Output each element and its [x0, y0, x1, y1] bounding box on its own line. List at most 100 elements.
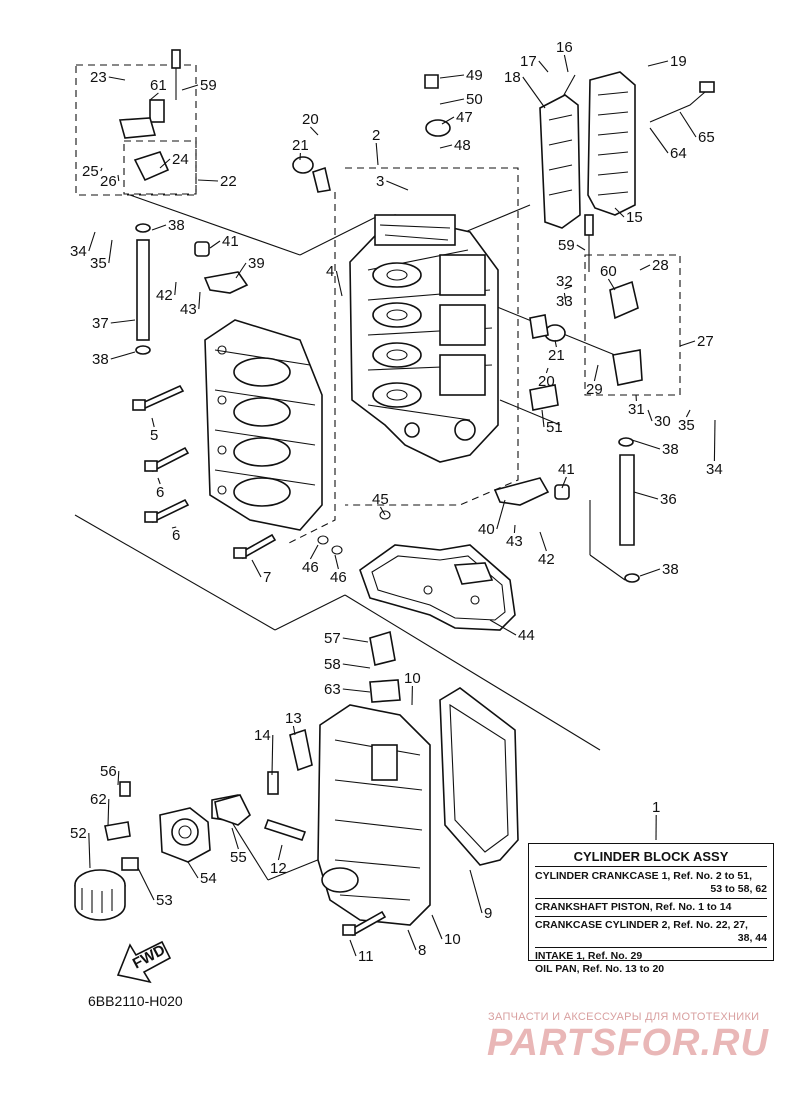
- callout-38: 38: [168, 217, 185, 234]
- callout-54: 54: [200, 870, 217, 887]
- leader-line: [633, 491, 659, 500]
- callout-41: 41: [558, 461, 575, 478]
- leader-line: [713, 419, 716, 462]
- callout-14: 14: [254, 727, 271, 744]
- callout-19: 19: [670, 53, 687, 70]
- callout-61: 61: [150, 77, 167, 94]
- callout-6: 6: [156, 484, 164, 501]
- callout-41: 41: [222, 233, 239, 250]
- callout-46: 46: [302, 559, 319, 576]
- callout-45: 45: [372, 491, 389, 508]
- callout-29: 29: [586, 381, 603, 398]
- callout-26: 26: [100, 173, 117, 190]
- leader-line: [309, 544, 319, 560]
- callout-9: 9: [484, 905, 492, 922]
- callout-34: 34: [70, 243, 87, 260]
- leader-line: [439, 144, 453, 149]
- callout-13: 13: [285, 710, 302, 727]
- leader-line: [679, 340, 696, 347]
- leader-line: [441, 116, 455, 125]
- leader-line: [639, 264, 651, 271]
- callout-32: 32: [556, 273, 573, 290]
- callout-25: 25: [82, 163, 99, 180]
- leader-line: [209, 240, 221, 249]
- callout-20: 20: [538, 373, 555, 390]
- leader-line: [647, 60, 669, 67]
- callout-17: 17: [520, 53, 537, 70]
- leader-line: [334, 554, 339, 570]
- leader-line: [88, 832, 91, 869]
- callout-33: 33: [556, 293, 573, 310]
- callout-12: 12: [270, 860, 287, 877]
- callout-64: 64: [670, 145, 687, 162]
- callout-47: 47: [456, 109, 473, 126]
- leader-line: [407, 929, 417, 951]
- callout-38: 38: [92, 351, 109, 368]
- leader-line: [198, 291, 201, 310]
- leader-line: [159, 158, 171, 169]
- callout-4: 4: [326, 263, 334, 280]
- callout-43: 43: [506, 533, 523, 550]
- leader-line: [563, 292, 567, 305]
- leader-line: [614, 207, 625, 218]
- callout-21: 21: [548, 347, 565, 364]
- leader-line: [108, 76, 126, 81]
- callout-43: 43: [180, 301, 197, 318]
- callout-42: 42: [156, 287, 173, 304]
- leader-line: [375, 142, 379, 166]
- callout-28: 28: [652, 257, 669, 274]
- callout-58: 58: [324, 656, 341, 673]
- oil-pan-intake: [317, 687, 519, 926]
- leader-line: [349, 939, 357, 957]
- leader-line: [679, 111, 697, 138]
- callout-50: 50: [466, 91, 483, 108]
- exhaust-cover: [539, 71, 636, 229]
- callout-48: 48: [454, 137, 471, 154]
- watermark-tagline: ЗАПЧАСТИ И АКСЕССУАРЫ ДЛЯ МОТОТЕХНИКИ: [488, 1011, 760, 1023]
- leader-line: [271, 734, 274, 776]
- callout-53: 53: [156, 892, 173, 909]
- callout-46: 46: [330, 569, 347, 586]
- leader-line: [439, 98, 465, 105]
- callout-57: 57: [324, 630, 341, 647]
- leader-line: [489, 619, 517, 636]
- callout-10: 10: [404, 670, 421, 687]
- leader-line: [539, 531, 547, 552]
- callout-44: 44: [518, 627, 535, 644]
- callout-38: 38: [662, 561, 679, 578]
- callout-52: 52: [70, 825, 87, 842]
- dashed-group-frames: [75, 64, 681, 546]
- leader-line: [513, 524, 516, 534]
- callout-3: 3: [376, 173, 384, 190]
- leader-line: [342, 663, 371, 669]
- leader-line: [561, 476, 567, 489]
- leader-line: [563, 54, 569, 73]
- callout-59: 59: [558, 237, 575, 254]
- leader-line: [496, 499, 506, 530]
- leader-line: [174, 281, 177, 296]
- ref-line-4: INTAKE 1, Ref. No. 29: [535, 950, 643, 962]
- leader-line: [631, 439, 661, 450]
- callout-31: 31: [628, 401, 645, 418]
- callout-24: 24: [172, 151, 189, 168]
- leader-line: [379, 506, 386, 516]
- ref-line-5: OIL PAN, Ref. No. 13 to 20: [535, 963, 665, 975]
- crankcase-left-half: [204, 319, 323, 531]
- callout-27: 27: [697, 333, 714, 350]
- leader-line: [685, 409, 691, 418]
- callout-2: 2: [372, 127, 380, 144]
- callout-7: 7: [263, 569, 271, 586]
- callout-5: 5: [150, 427, 158, 444]
- divider: [535, 898, 767, 899]
- leader-line: [151, 224, 167, 231]
- leader-line: [197, 179, 219, 182]
- callout-10: 10: [444, 931, 461, 948]
- callout-6: 6: [172, 527, 180, 544]
- leader-line: [149, 92, 159, 101]
- callout-23: 23: [90, 69, 107, 86]
- leader-line: [342, 688, 371, 693]
- callout-37: 37: [92, 315, 109, 332]
- leader-line: [545, 367, 549, 374]
- leader-line: [231, 827, 239, 850]
- leader-line: [151, 417, 155, 428]
